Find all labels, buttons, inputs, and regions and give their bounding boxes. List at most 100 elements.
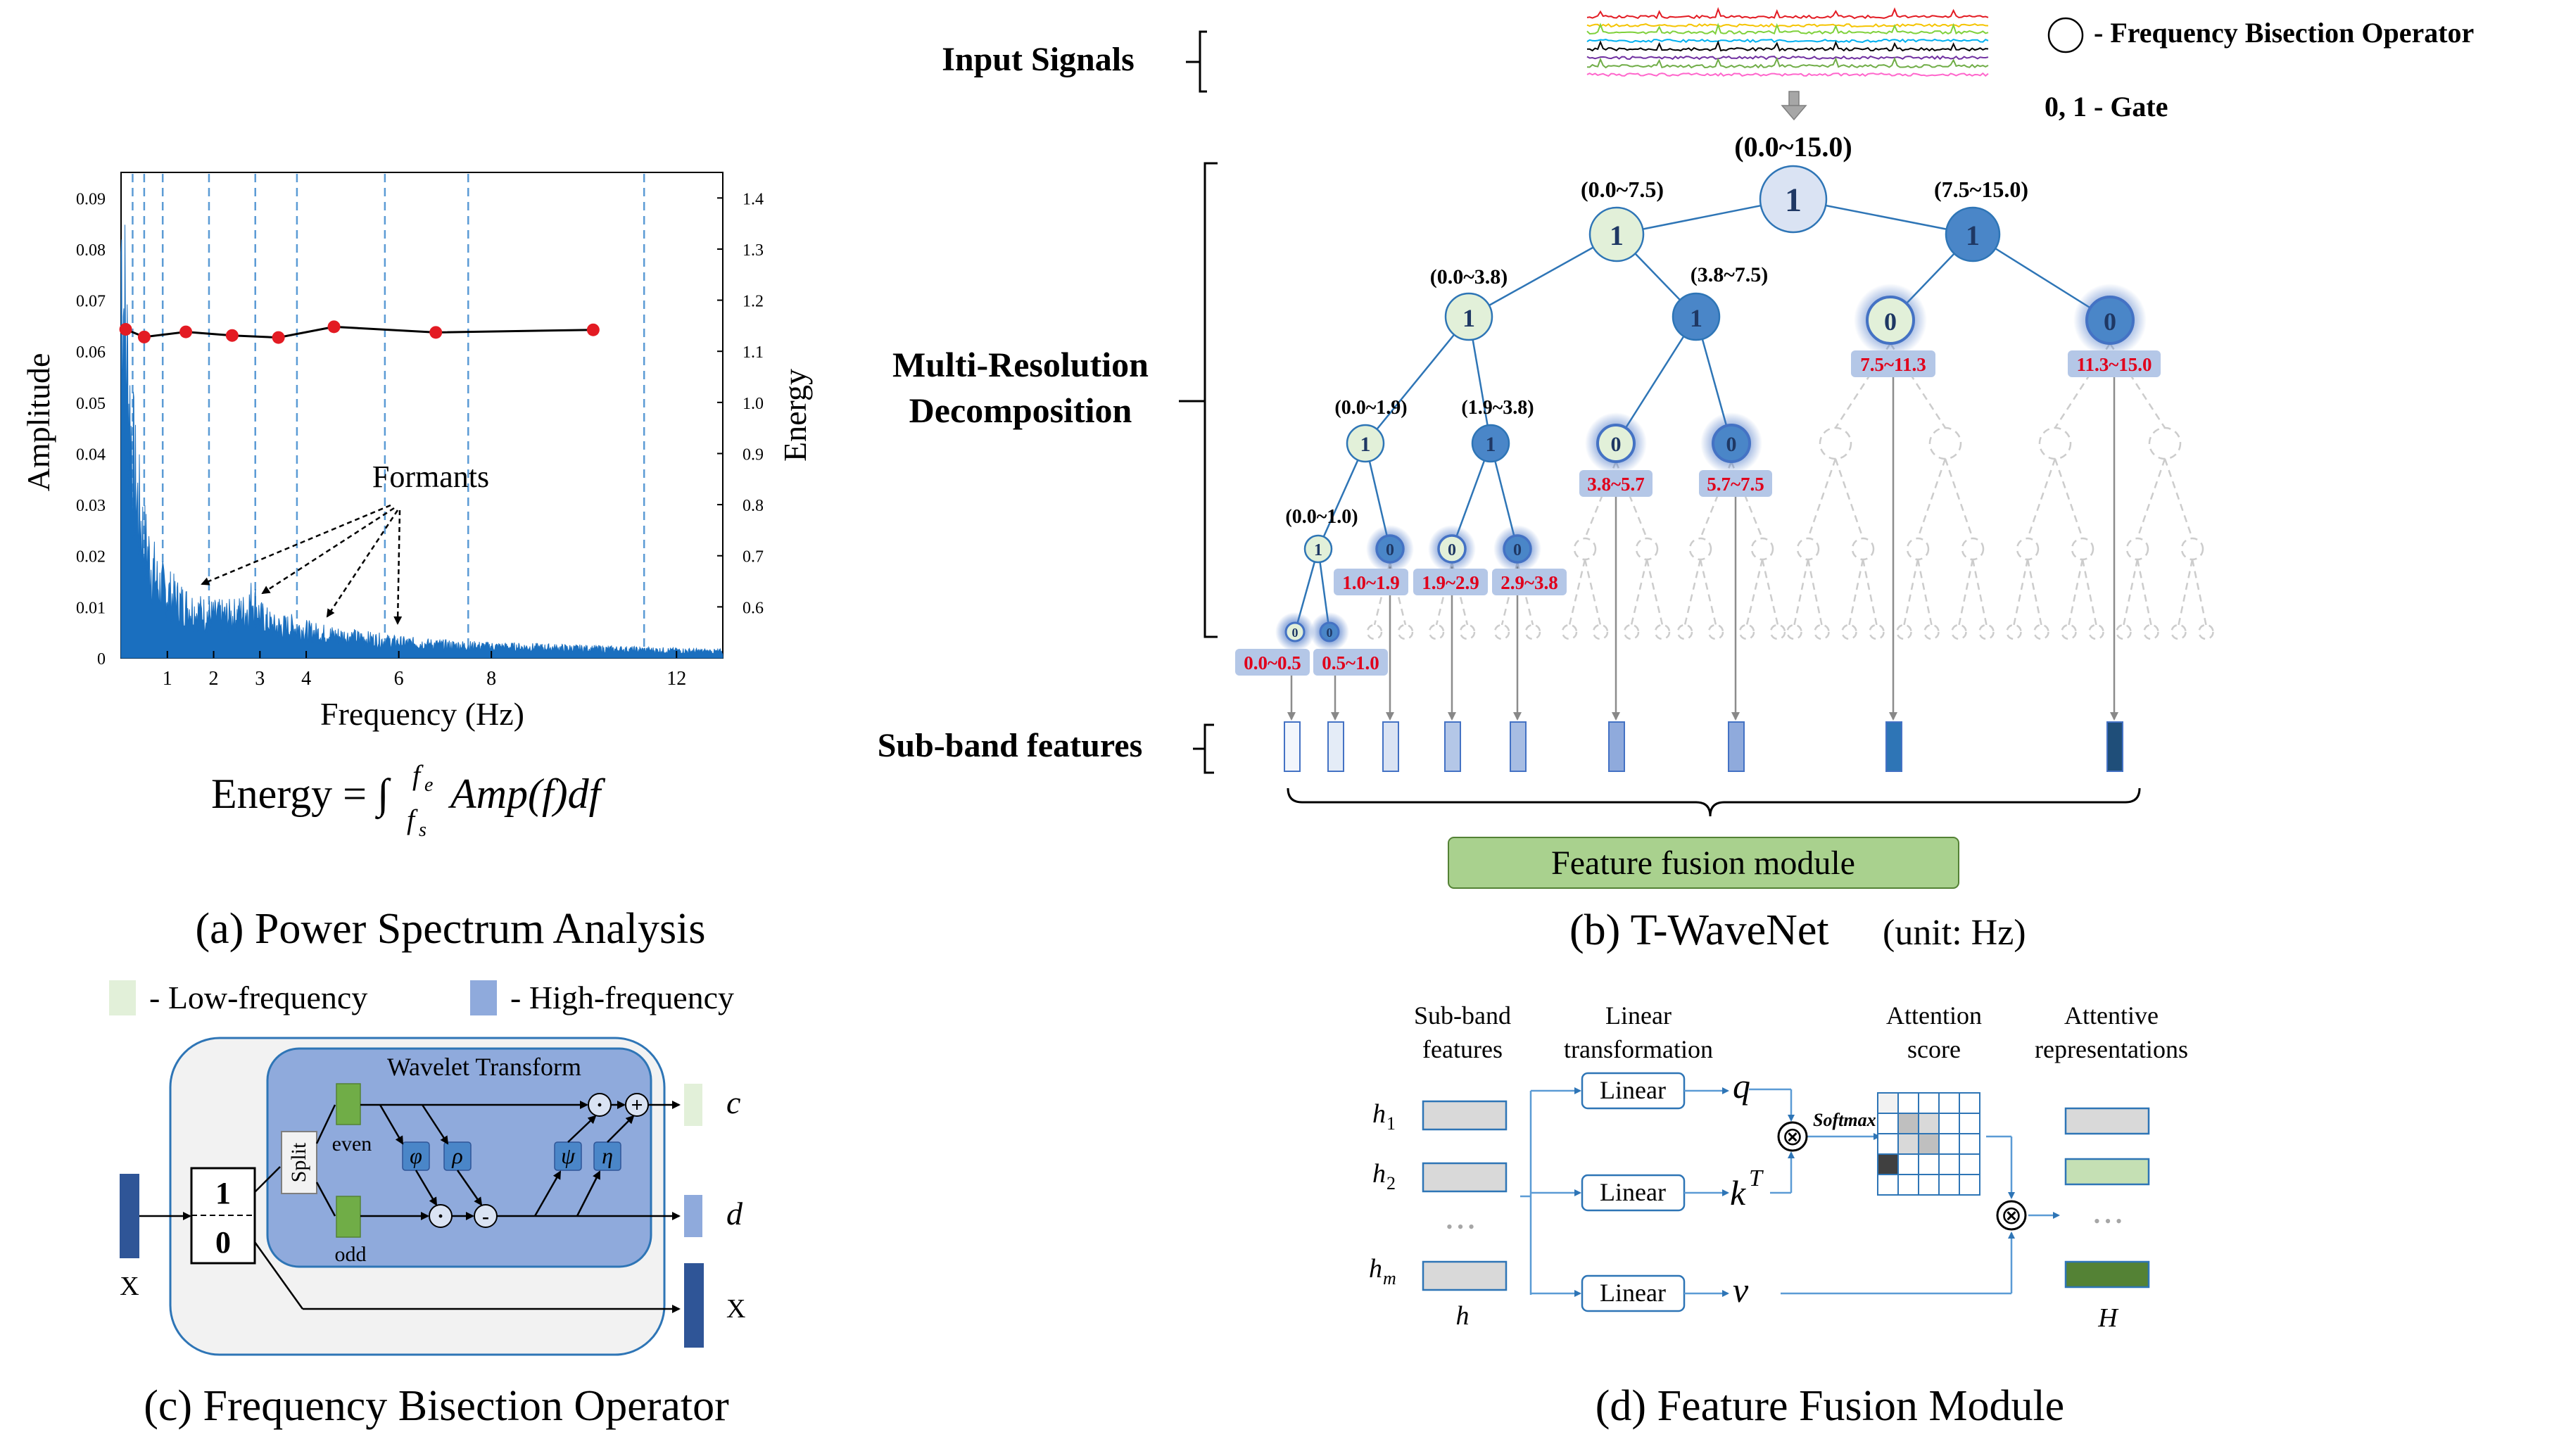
node-3.8-7.5 [1672,292,1721,341]
ghost-node-f-0 [1428,623,1445,640]
h1-label: h [1372,1099,1386,1129]
ghost-node-d-0 [1688,537,1712,561]
node-1.9-2.9 [1437,534,1467,564]
ghost-node-f-1 [1459,623,1476,640]
band-label-bg-6 [1699,470,1772,497]
node-2.9-3.8 [1503,534,1532,564]
gate-one: 1 [215,1176,231,1210]
wire-even-phi [379,1104,404,1145]
x-tick-label-2: 3 [255,668,265,690]
elementwise-ops: · + · - [429,1093,649,1228]
col-subband-1: Sub-band [1414,1001,1511,1030]
ghost-edge-f-1 [1451,562,1469,626]
y2-tick-label-4: 1.0 [743,395,764,413]
ghost-node-a-0-0-0 [1786,623,1802,640]
H-label: H [2097,1303,2119,1333]
y-tick-label-4: 0.04 [76,445,106,464]
formant-arrows [201,504,403,625]
ghost-node-g-1 [1524,623,1541,640]
subband-label: Sub-band features [878,727,1143,764]
y2-tick-label-7: 1.3 [743,241,764,260]
softmax-label: Softmax [1813,1110,1876,1130]
ghost-node-d-0-1 [1707,623,1724,640]
ghost-edge-d-1-0 [1745,559,1764,626]
ghost-node-c-1 [1635,537,1659,561]
feature-fusion-module-label: Feature fusion module [1551,844,1855,882]
caption-a: (a) Power Spectrum Analysis [196,905,706,953]
col-linear-2: transformation [1564,1035,1713,1063]
x-tick-label-0: 1 [163,668,172,690]
v-label: v [1733,1270,1749,1310]
otimes-qk-label: ⊗ [1782,1122,1803,1151]
attention-cell-2-2 [1918,1133,1940,1155]
minus-label: - [482,1205,489,1228]
y-tick-label-6: 0.06 [76,343,106,362]
output-c-label: c [726,1084,740,1120]
input-arrow-head [1781,105,1807,121]
ghost-node-b-0-1 [2071,537,2094,561]
ghost-node-b-0-0-1 [2033,623,2049,640]
energy-markers [119,320,600,344]
output-x-label: X [726,1294,745,1324]
q-label: q [1733,1066,1750,1106]
lifting-operators: φ ρ ψ η [402,1141,621,1171]
attention-cell-3-1 [1897,1153,1919,1175]
fusion-brace [1287,787,2141,817]
node-0-1.9-gate: 1 [1360,433,1371,456]
ghost-edge-b-1-0-0 [2123,559,2139,626]
y-tick-label-9: 0.09 [76,190,106,208]
wire-rho-minus [456,1170,483,1206]
ghost-node-b-1-1-0 [2171,623,2187,640]
ghost-edge-b-1-1 [2163,458,2194,539]
input-x-label: X [120,1272,139,1301]
linear-k-label: Linear [1600,1178,1666,1206]
ghost-edge-a-1-1-0 [1958,559,1974,626]
ghost-node-e-1 [1397,623,1414,640]
ghost-node-a-1-1-0 [1951,623,1967,640]
subband-brace [1193,723,1214,774]
input-signals-label: Input Signals [942,41,1135,78]
ghost-edge-a-0-1-1 [1862,559,1878,626]
energy-point-7 [586,323,600,336]
ghost-node-b-1 [2148,426,2182,460]
node-0-7.5-range: (0.0~7.5) [1581,177,1664,202]
wire-d-psi [533,1170,562,1217]
node-5.7-7.5 [1712,424,1751,463]
h1-bar [1422,1100,1508,1131]
ghost-edge-f-0 [1435,562,1453,626]
node-5.7-7.5-gate: 0 [1726,433,1737,456]
col-attention-2: score [1907,1035,1961,1063]
ghost-edge-b-1-1-1 [2191,559,2207,626]
ghost-edge-a-1-0-0 [1903,559,1919,626]
attention-cell-4-1 [1897,1174,1919,1196]
node-0-3.8 [1444,292,1493,341]
band-label-bg-2 [1334,569,1408,595]
formant-arrow-3 [326,509,399,618]
y2-tick-label-8: 1.4 [743,190,764,208]
node-0-1.9-range: (0.0~1.9) [1334,397,1407,419]
rho-label: ρ [451,1143,462,1168]
y-tick-label-2: 0.02 [76,548,106,566]
multires-brace [1179,162,1218,638]
y-axis-ticks: 00.010.020.030.040.050.060.070.080.09 [76,190,106,669]
band-label-2: 1.0~1.9 [1342,572,1400,593]
col-attention-1: Attention [1886,1001,1982,1030]
attention-cell-2-3 [1938,1133,1960,1155]
output-x-bar [684,1263,704,1348]
y-tick-label-8: 0.08 [76,241,106,260]
ghost-node-c-0-1 [1592,623,1609,640]
node-3.8-7.5-gate: 1 [1690,304,1702,332]
attention-cell-4-3 [1938,1174,1960,1196]
ghost-edge-b-0-1-0 [2068,559,2084,626]
ghost-node-b-1-1 [2180,537,2204,561]
split-box [281,1131,317,1194]
t-wavenet-panel: Input Signals Multi-Resolution Decomposi… [878,7,2474,954]
node-1.9-3.8 [1471,424,1510,463]
wire-even-rho [421,1104,449,1145]
ghost-node-a-0 [1819,426,1852,460]
node-1.9-2.9-gate: 0 [1448,541,1456,559]
band-label-bg-4 [1492,569,1567,595]
operator-wiring [139,1101,681,1313]
